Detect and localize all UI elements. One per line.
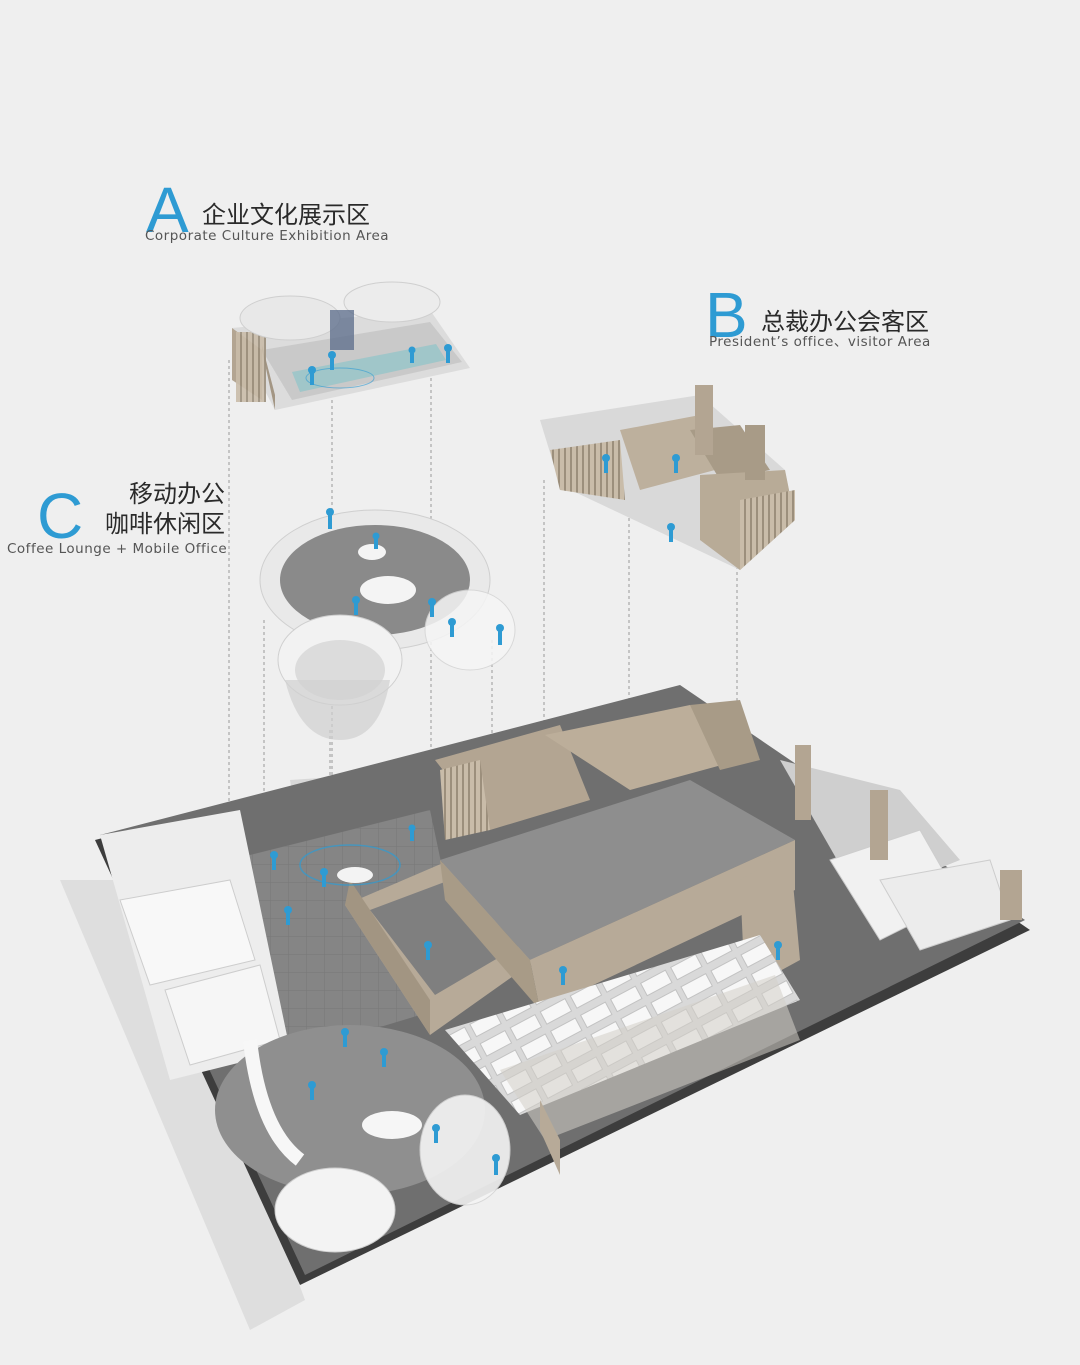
- main-floor-plan: [60, 685, 1030, 1330]
- zone-b-subtitle: President’s office、visitor Area: [709, 334, 931, 350]
- zone-b-module: [540, 385, 795, 570]
- zone-b-letter: B: [705, 279, 748, 351]
- zone-a-subtitle: Corporate Culture Exhibition Area: [145, 228, 390, 244]
- zone-c-title-line2: 咖啡休闲区: [105, 510, 225, 538]
- zone-b-title: 总裁办公会客区: [761, 308, 929, 336]
- zone-a-label: A 企业文化展示区 Corporate Culture Exhibition A…: [140, 178, 400, 248]
- zone-a-title: 企业文化展示区: [202, 201, 370, 229]
- zone-a-letter: A: [146, 174, 189, 246]
- zone-c-subtitle: Coffee Lounge + Mobile Office: [7, 541, 228, 557]
- zone-c-title-line1: 移动办公: [129, 480, 225, 508]
- zone-c-letter: C: [37, 480, 84, 552]
- zone-c-label: C 移动办公 咖啡休闲区 Coffee Lounge + Mobile Offi…: [5, 478, 235, 563]
- zone-a-module: [232, 281, 470, 410]
- zone-b-label: B 总裁办公会客区 President’s office、visitor Are…: [705, 283, 965, 353]
- zone-c-module: [259, 508, 516, 740]
